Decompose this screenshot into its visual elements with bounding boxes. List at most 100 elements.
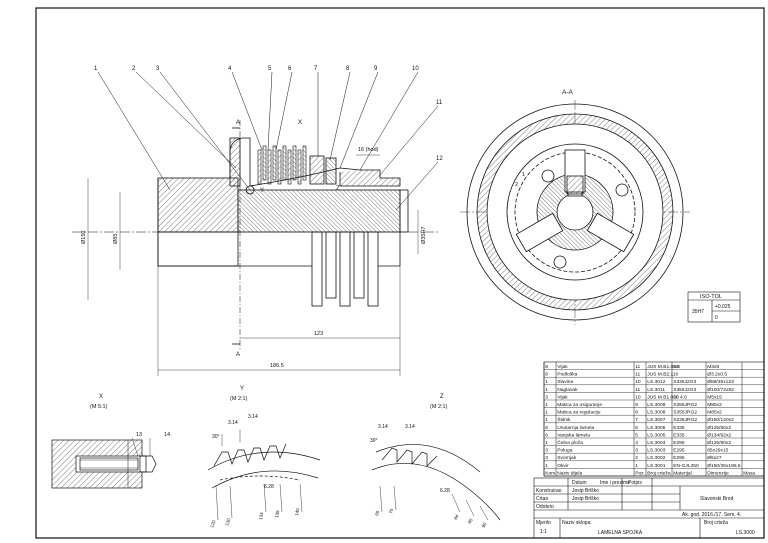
detail-z-dim-1: 3.14	[378, 424, 388, 430]
parts-list-cell: 1	[545, 440, 548, 446]
parts-list-cell: Ø126/80x2	[707, 440, 731, 446]
main-assembly-view	[72, 71, 440, 376]
balloon-4: 4	[228, 66, 232, 72]
tb-role-2: Crtao	[536, 496, 548, 502]
parts-list-cell: JUS M.B2.110	[647, 372, 678, 378]
parts-list-cell: LS.3007	[647, 417, 666, 423]
parts-list-cell: 5	[635, 432, 638, 438]
parts-list-cell: Svornjak	[557, 455, 577, 461]
detail-z-scale: (M 2:1)	[430, 404, 448, 410]
detail-y-scale: (M 2:1)	[230, 396, 248, 402]
tb-role-1: Konstruirao	[536, 488, 562, 494]
drawing-frame	[35, 7, 765, 539]
parts-list-cell: JUS M.B1.050	[647, 364, 679, 370]
balloon-1: 1	[94, 66, 98, 72]
detail-z-r1: 60	[374, 510, 380, 517]
tb-datum: Datum	[572, 480, 587, 486]
parts-list-cell: LS.3008	[647, 410, 666, 416]
parts-list-cell: Ø3.2x0.5	[707, 372, 727, 378]
section-mark-top: A	[236, 120, 240, 126]
tb-mjerilo-label: Mjerilo	[536, 520, 551, 526]
parts-list-cell: LS.3009	[647, 402, 666, 408]
parts-list-cell: Vanjska lamela	[557, 432, 590, 438]
detail-y-r5: 140	[294, 507, 300, 516]
detail-y-angle: 30°	[212, 434, 220, 440]
detail-y-pitch: 6.28	[264, 484, 274, 490]
parts-list-cell: Ø6x27	[707, 455, 722, 461]
parts-list-cell: Poluga	[557, 448, 573, 454]
parts-list-cell: E295	[673, 448, 685, 454]
parts-list-cell: LS.3002	[647, 455, 666, 461]
tb-broj: LS.3000	[736, 530, 755, 536]
parts-list-cell: Okvir	[557, 463, 569, 469]
parts-list-cell: LS.3003	[647, 448, 666, 454]
tb-ime: Ime i prezime	[600, 480, 630, 486]
parts-list-header-cell: Materijal	[673, 470, 691, 476]
balloon-11: 11	[436, 100, 443, 106]
balloon-3: 3	[156, 66, 160, 72]
detail-z-r3: 84	[453, 513, 460, 520]
tb-naziv: LAMELNA SPOJKA	[598, 530, 643, 536]
parts-list-header-cell: Dimenzije	[707, 470, 729, 476]
parts-list-cell: LS.3004	[647, 440, 666, 446]
parts-list-cell: 8	[635, 410, 638, 416]
detail-x-title: X	[99, 394, 103, 400]
parts-list-cell: LS.3012	[647, 379, 666, 385]
detail-z-r5: 90	[481, 521, 488, 528]
section-aa-view	[460, 100, 690, 325]
detail-x-scale: (M 5:1)	[90, 404, 108, 410]
parts-list-cell: 3	[545, 448, 548, 454]
detail-y-r2: 130	[224, 517, 231, 526]
parts-list-cell: 2	[635, 455, 638, 461]
parts-list-cell: S355JRG2	[673, 410, 697, 416]
parts-list-header-cell: Kom.	[545, 470, 556, 476]
iso-tol-fit: 35H7	[692, 309, 704, 315]
parts-list-cell: Unutarnja lamela	[557, 425, 594, 431]
parts-list-cell: EN-GJL250	[673, 463, 699, 469]
parts-list-cell: Vijak	[557, 364, 568, 370]
parts-list-cell: Štitnik	[557, 416, 571, 423]
detail-y-title: Y	[240, 386, 244, 392]
parts-list-cell: 11	[635, 372, 640, 378]
parts-list-cell: Ø150/35x186.5	[707, 463, 741, 469]
section-mark-2: 2	[515, 182, 518, 188]
balloon-2: 2	[132, 66, 136, 72]
dim-186-5: 186.5	[270, 363, 284, 369]
detail-mark-z: Z	[336, 186, 340, 192]
parts-list-cell: E295	[673, 440, 685, 446]
parts-list-cell: Ø88/35x123	[707, 379, 734, 385]
detail-y-r4: 138	[274, 509, 280, 518]
parts-list-cell: M5x15	[707, 394, 722, 400]
parts-list-cell: Ø150/120x2	[707, 417, 734, 423]
balloon-5: 5	[268, 66, 272, 72]
balloon-10: 10	[412, 66, 419, 72]
parts-list-cell: Matica za regulaciju	[557, 410, 601, 416]
iso-tol-lower: 0	[715, 315, 718, 321]
parts-list-cell: LS.3011	[647, 387, 665, 393]
parts-list-cell: 6	[545, 425, 548, 431]
parts-list-cell: Matica za osiguranje	[557, 402, 602, 408]
detail-mark-x: X	[298, 120, 302, 126]
parts-list-header-cell: Broj crteža	[647, 470, 671, 476]
section-mark-1: 1	[522, 172, 525, 178]
parts-list-cell: 6	[545, 432, 548, 438]
parts-list-cell: 4.6	[673, 364, 680, 370]
tb-year: Ak. god. 2016./17. Sem. 4.	[682, 512, 741, 518]
detail-z-pitch: 6.28	[440, 488, 450, 494]
parts-list-cell: E295	[673, 455, 685, 461]
detail-y-view	[207, 430, 321, 521]
iso-tol-title: ISO-TOL	[700, 294, 722, 300]
parts-list-cell: 9	[635, 402, 638, 408]
detail-z-title: Z	[440, 394, 444, 400]
dim-d85: Ø85	[113, 234, 119, 244]
detail-y-r1: 120	[209, 519, 216, 528]
detail-y-r3: 134	[258, 511, 264, 520]
parts-list-cell: S355JRG2	[673, 402, 697, 408]
parts-list-header-cell: Naziv dijela	[557, 470, 582, 476]
parts-list-cell: 20 4.6	[673, 394, 687, 400]
title-block	[533, 477, 765, 539]
iso-tol-upper: +0.025	[715, 304, 731, 310]
parts-list-cell: 1	[635, 463, 638, 469]
tb-place: Slavonski Brod	[700, 496, 734, 502]
